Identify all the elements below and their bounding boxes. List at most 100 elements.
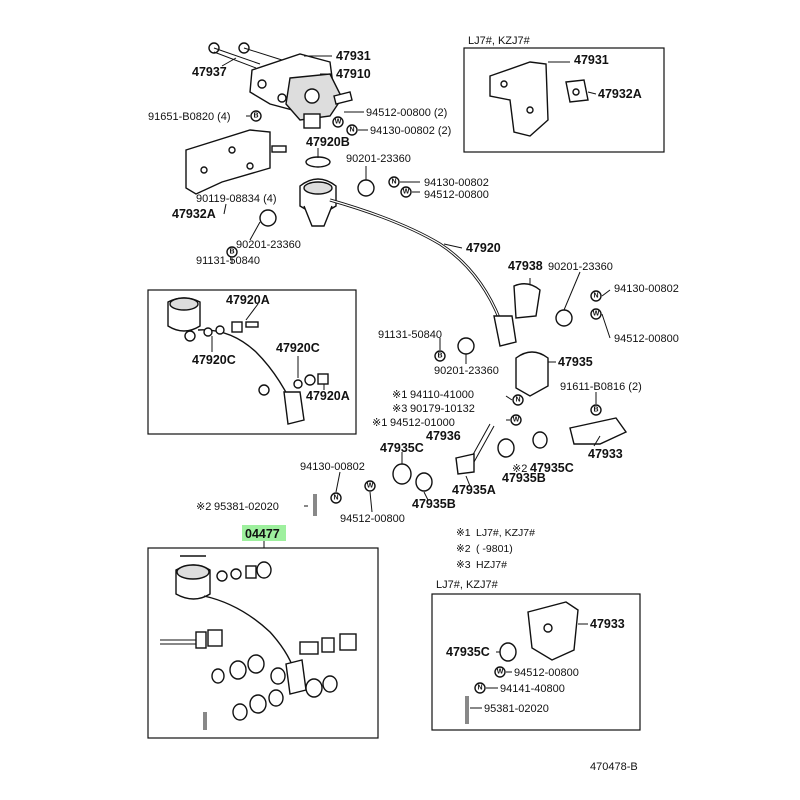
symbol-bolt-c: B (434, 350, 446, 362)
label-tr-47932A: 47932A (598, 87, 642, 101)
label-inset-47920A-b: 47920A (306, 389, 350, 403)
symbol-bolt-a: B (250, 110, 262, 122)
label-94512-00800-b: 94512-00800 (614, 333, 679, 345)
note-3-text: HZJ7# (476, 559, 507, 571)
symbol-nut-b: N (388, 176, 400, 188)
label-94512-00800-top: 94512-00800 (2) (366, 107, 447, 119)
bushing-47935B-a (415, 472, 433, 492)
label-47935: 47935 (558, 355, 593, 369)
svg-text:W: W (593, 311, 600, 318)
label-47935B-a: 47935B (502, 471, 546, 485)
label-br-94512-00800: 94512-00800 (514, 667, 579, 679)
label-inset-47920C-a: 47920C (192, 353, 236, 367)
part-47938-shape (513, 283, 541, 319)
oring-c (555, 309, 573, 327)
label-91611-B0816: 91611-B0816 (2) (560, 381, 642, 393)
bushing-47935C-a (392, 463, 412, 485)
mark-1-a: ※1 (392, 389, 407, 401)
svg-text:W: W (497, 669, 504, 676)
label-47932A: 47932A (172, 207, 216, 221)
label-90179-10132: 90179-10132 (410, 403, 475, 415)
label-br-95381-02020: 95381-02020 (484, 703, 549, 715)
label-47935C-b: 47935C (530, 461, 574, 475)
label-94130-00802-b: 94130-00802 (614, 283, 679, 295)
label-94512-01000: 94512-01000 (390, 417, 455, 429)
svg-text:B: B (253, 113, 258, 120)
label-47933: 47933 (588, 447, 623, 461)
label-47935C-a: 47935C (380, 441, 424, 455)
label-47920B: 47920B (306, 135, 350, 149)
label-94512-00800-a: 94512-00800 (424, 189, 489, 201)
symbol-nut-d: N (512, 394, 524, 406)
part-47935-shape (515, 351, 549, 397)
label-br-94141-40800: 94141-40800 (500, 683, 565, 695)
label-94130-00802-a: 94130-00802 (424, 177, 489, 189)
label-br-47933: 47933 (590, 617, 625, 631)
svg-text:N: N (333, 495, 338, 502)
figure-code: 470478-B (590, 761, 638, 773)
svg-text:N: N (349, 127, 354, 134)
label-04477[interactable]: 04477 (245, 527, 280, 541)
oring-a (357, 179, 375, 197)
label-95381-02020: 95381-02020 (214, 501, 279, 513)
label-inset-47920C-b: 47920C (276, 341, 320, 355)
valve-body-47910-shape (249, 53, 353, 129)
svg-text:N: N (391, 179, 396, 186)
svg-text:W: W (403, 189, 410, 196)
kit-04477-highlight (242, 525, 286, 541)
label-47931: 47931 (336, 49, 371, 63)
mark-1-b: ※1 (372, 417, 387, 429)
svg-text:N: N (477, 685, 482, 692)
symbol-washer-a: W (332, 116, 344, 128)
leader-lines-main (221, 55, 611, 548)
relay-valve-shape (299, 178, 337, 227)
svg-text:N: N (593, 293, 598, 300)
label-47938: 47938 (508, 259, 543, 273)
note-3-mark: ※3 (456, 559, 471, 571)
label-br-47935C: 47935C (446, 645, 490, 659)
note-1-mark: ※1 (456, 527, 471, 539)
inset-title-top-right: LJ7#, KZJ7# (468, 35, 531, 47)
label-91651-B0820: 91651-B0820 (4) (148, 111, 231, 123)
label-91131-50840-b: 91131-50840 (378, 329, 442, 341)
inset-bottom-left-parts (160, 555, 357, 730)
inset-box-bottom-right (431, 593, 641, 731)
bolt-47936-shape (455, 423, 495, 475)
symbol-bolt-b: B (226, 246, 238, 258)
label-47920: 47920 (466, 241, 501, 255)
note-2-mark: ※2 (456, 543, 471, 555)
part-47933-shape (569, 417, 628, 445)
symbol-bolt-d: B (590, 404, 602, 416)
svg-text:B: B (593, 407, 598, 414)
mark-3-a: ※3 (392, 403, 407, 415)
svg-text:B: B (437, 353, 442, 360)
svg-text:B: B (229, 249, 234, 256)
cable-boot-shape (493, 315, 517, 347)
label-90201-23360-a: 90201-23360 (346, 153, 411, 165)
inset-box-top-right (463, 47, 665, 153)
label-90201-23360-d: 90201-23360 (434, 365, 499, 377)
inset-title-bottom-right: LJ7#, KZJ7# (436, 579, 499, 591)
symbol-washer-e: W (364, 480, 376, 492)
svg-text:N: N (515, 397, 520, 404)
label-91131-50840-a: 91131-50840 (196, 255, 260, 267)
note-2-text: ( -9801) (476, 543, 513, 555)
label-47937: 47937 (192, 65, 227, 79)
label-94512-00800-d: 94512-00800 (340, 513, 405, 525)
label-90201-23360-b: 90201-23360 (236, 239, 301, 251)
bushing-47935B-b (497, 438, 515, 458)
symbol-nut-br: N (474, 682, 486, 694)
label-tr-47931: 47931 (574, 53, 609, 67)
inset-box-bottom-left (147, 547, 379, 739)
bracket-47932A-shape (185, 129, 287, 195)
bolt-47937-shape (208, 42, 283, 69)
symbol-nut-e: N (330, 492, 342, 504)
label-47935B-b: 47935B (412, 497, 456, 511)
label-inset-47920A-a: 47920A (226, 293, 270, 307)
inset-top-right-parts (489, 61, 589, 137)
label-94130-00802-top: 94130-00802 (2) (370, 125, 451, 137)
mark-2-a: ※2 (512, 463, 527, 475)
label-94130-00802-c: 94130-00802 (300, 461, 365, 473)
label-47935A: 47935A (452, 483, 496, 497)
